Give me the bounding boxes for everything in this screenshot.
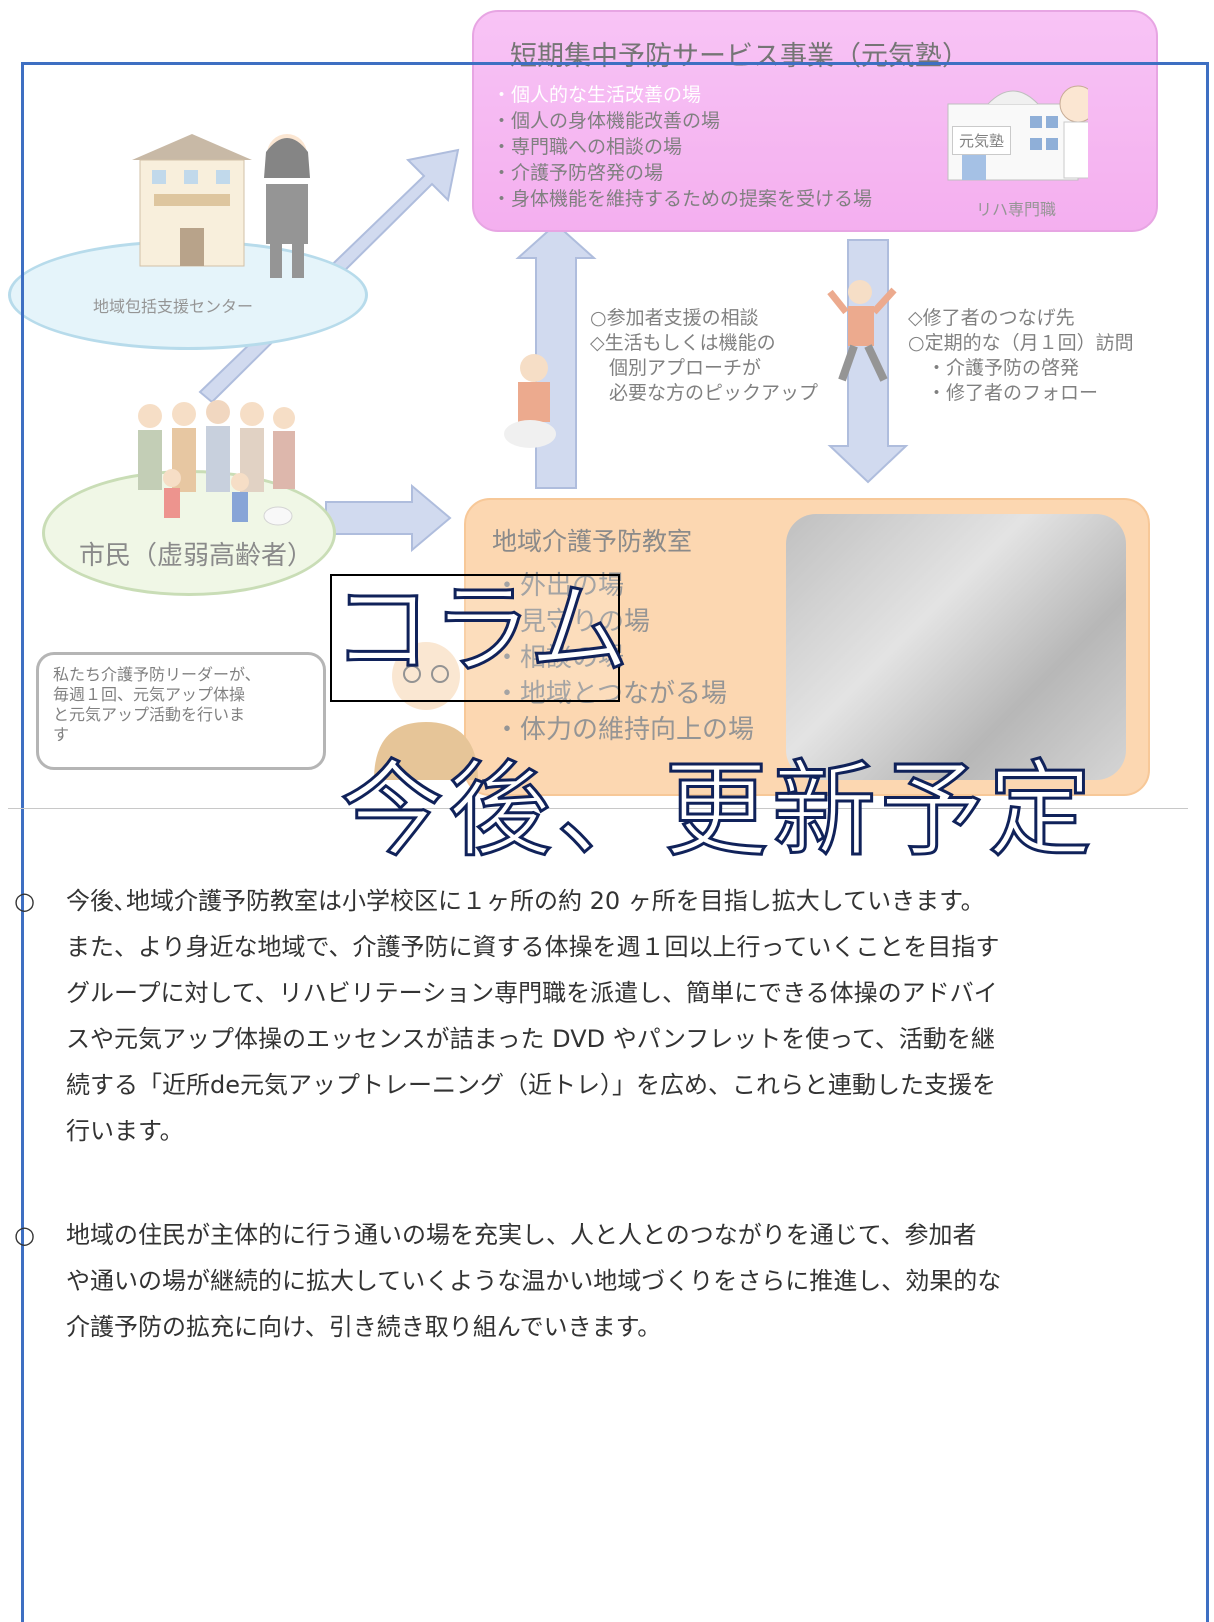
staff-woman-illustration [252,128,322,280]
prevention-class-bullet: ・体力の維持向上の場 [494,715,755,745]
consultation-line: ○参加者支援の相談 [590,307,759,329]
paragraph-line: 地域の住民が主体的に行う通いの場を充実し、人と人とのつながりを通じて、参加者 [66,1221,977,1249]
service-diagram: 短期集中予防サービス事業（元気塾） ・個人的な生活改善の場 ・個人の身体機能改善… [0,0,1214,800]
paragraph-1: ○ 今後､地域介護予防教室は小学校区に１ヶ所の約 20 ヶ所を目指し拡大していきま… [14,878,1200,1154]
speech-line: 毎週１回、元気アップ体操 [53,685,246,704]
exercising-senior-illustration [827,280,897,382]
leader-speech-bubble: 私たち介護予防リーダーが、 毎週１回、元気アップ体操 と元気アップ活動を行いま … [36,652,326,770]
paragraph-line: また、より身近な地域で、介護予防に資する体操を週１回以上行っていくことを目指す [66,933,1000,961]
genkijuku-building-illustration: 元気塾 [938,74,1097,182]
paragraph-line: や通いの場が継続的に拡大していくような温かい地域づくりをさらに推進し、効果的な [66,1267,1002,1295]
prevention-class-title: 地域介護予防教室 [492,527,693,556]
paragraph-line: スや元気アップ体操のエッセンスが詰まった DVD やパンフレットを使って、活動を… [66,1025,995,1053]
consultation-notes: ○参加者支援の相談 ◇生活もしくは機能の 個別アプローチが 必要な方のピックアッ… [590,306,818,406]
program-title: 短期集中予防サービス事業（元気塾） [510,41,969,72]
consultation-line: 個別アプローチが [590,357,762,379]
class-photo-collage [786,514,1126,780]
prevention-class-bullet: ・相談の場 [494,643,625,673]
followup-line: ・修了者のフォロー [908,382,1099,404]
section-divider [8,808,1188,809]
support-center-building-illustration [132,130,252,270]
paragraph-marker: ○ [14,1221,35,1249]
consultation-line: ◇生活もしくは機能の [590,332,776,354]
followup-line: ・介護予防の啓発 [908,357,1080,379]
speech-line: す [53,725,70,744]
elderly-with-cane-illustration [504,354,556,448]
program-bullet: ・専門職への相談の場 [492,136,683,158]
genkijuku-sign: 元気塾 [952,126,1012,155]
arrow-right [325,483,452,553]
speech-line: と元気アップ活動を行いま [53,705,246,724]
paragraph-marker: ○ [14,887,35,915]
support-center-label: 地域包括支援センター [93,297,254,316]
paragraph-2: ○地域の住民が主体的に行う通いの場を充実し、人と人とのつながりを通じて、参加者 … [14,1212,1200,1350]
speech-line: 私たち介護予防リーダーが、 [53,665,261,684]
program-bullet: ・個人的な生活改善の場 [492,84,702,106]
specialist-label: リハ専門職 [976,200,1057,219]
column-heading: コラム [331,570,631,690]
program-bullet: ・介護予防啓発の場 [492,162,664,184]
prevention-class-box: 地域介護予防教室 ・外出の場 ・見守りの場 ・相談の場 ・地域とつながる場 ・体… [464,498,1150,796]
paragraph-line: グループに対して、リハビリテーション専門職を派遣し、簡単にできる体操のアドバイ [66,979,998,1007]
followup-line: ○定期的な（月１回）訪問 [908,332,1134,354]
paragraph-line: 行います。 [66,1117,184,1145]
prevention-class-bullet: ・外出の場 [494,571,625,601]
followup-notes: ◇修了者のつなげ先 ○定期的な（月１回）訪問 ・介護予防の啓発 ・修了者のフォロ… [908,306,1134,406]
prevention-class-bullets: ・外出の場 ・見守りの場 ・相談の場 ・地域とつながる場 ・体力の維持向上の場 [494,568,754,748]
followup-line: ◇修了者のつなげ先 [908,307,1075,329]
paragraph-line: 続する「近所de元気アップトレーニング（近トレ）」を広め、これらと連動した支援を [66,1071,996,1099]
consultation-line: 必要な方のピックアップ [590,382,819,404]
program-bullet: ・個人の身体機能改善の場 [492,110,721,132]
citizens-family-illustration [128,394,318,534]
prevention-leader-illustration [374,642,478,780]
paragraph-line: 介護予防の拡充に向け、引き続き取り組んでいきます。 [66,1313,662,1341]
prevention-class-bullet: ・地域とつながる場 [494,679,727,709]
column-label-box [330,574,620,702]
program-bullet: ・身体機能を維持するための提案を受ける場 [492,188,873,210]
paragraph-line: 今後､地域介護予防教室は小学校区に１ヶ所の約 20 ヶ所を目指し拡大していきます… [66,887,985,915]
program-bullets: ・個人的な生活改善の場 ・個人の身体機能改善の場 ・専門職への相談の場 ・介護予… [492,82,872,212]
citizens-label: 市民（虚弱高齢者） [79,541,314,571]
update-notice-heading: 今後、更新予定 [338,749,1097,871]
column-frame [21,62,1209,1622]
prevention-class-bullet: ・見守りの場 [494,607,651,637]
